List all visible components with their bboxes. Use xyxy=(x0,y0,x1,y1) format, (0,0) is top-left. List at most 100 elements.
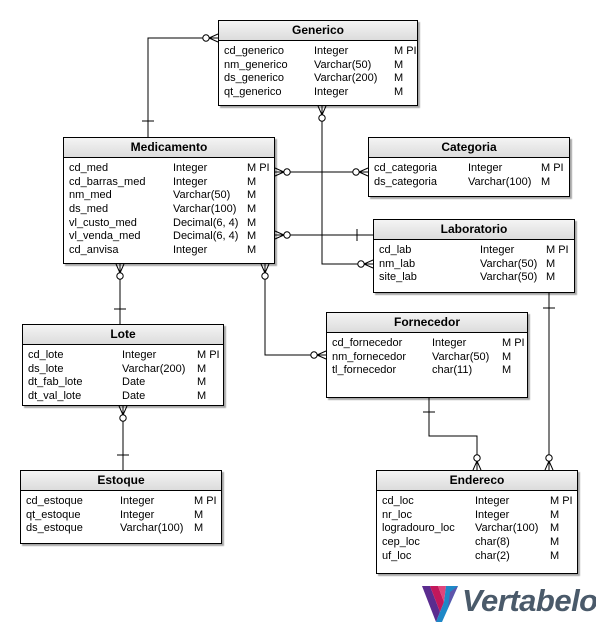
zero-marker xyxy=(116,272,124,280)
attribute-type: Varchar(100) xyxy=(173,203,237,216)
attribute-name: logradouro_loc xyxy=(382,522,455,535)
attribute-type: char(2) xyxy=(475,549,510,562)
relationship-line xyxy=(264,264,326,356)
attribute-name: cd_anvisa xyxy=(69,244,119,257)
attribute-type: Integer xyxy=(314,45,349,57)
zero-marker xyxy=(357,260,365,268)
attribute-flags: M xyxy=(247,175,257,188)
attribute-name: cd_loc xyxy=(382,495,414,507)
attribute-type: Varchar(50) xyxy=(432,350,490,363)
zero-marker xyxy=(545,454,553,462)
attribute-name: vl_venda_med xyxy=(69,230,141,243)
attribute-name: qt_generico xyxy=(224,86,282,99)
attribute-row: nm_generico Varchar(50) M xyxy=(224,59,417,73)
attribute-flags: M xyxy=(550,536,560,549)
attribute-flags: M xyxy=(394,72,404,85)
vertabelo-logo-icon xyxy=(422,586,458,622)
attribute-row: cd_barras_med Integer M xyxy=(69,176,274,190)
entity-title: Endereco xyxy=(377,471,577,491)
attribute-flags: M xyxy=(394,86,404,99)
entity-title: Estoque xyxy=(21,471,221,491)
attribute-flags: M xyxy=(247,244,257,257)
attribute-flags: M xyxy=(394,58,404,71)
attribute-name: nm_generico xyxy=(224,58,288,71)
attribute-name: nm_med xyxy=(69,189,112,202)
attribute-type: Varchar(50) xyxy=(173,189,231,202)
attribute-type: Varchar(50) xyxy=(314,58,372,71)
attribute-type: Integer xyxy=(120,508,155,521)
attribute-name: ds_med xyxy=(69,203,109,216)
attribute-flags: M xyxy=(546,257,556,270)
attribute-type: Decimal(6, 4) xyxy=(173,216,239,229)
relationship-line xyxy=(147,37,218,137)
attribute-name: cd_lab xyxy=(379,244,412,256)
attribute-name: cep_loc xyxy=(382,536,420,549)
attribute-row: cep_loc char(8) M xyxy=(382,536,577,550)
attribute-flags: M xyxy=(197,390,207,403)
attribute-name: ds_categoria xyxy=(374,175,437,188)
relationship-line xyxy=(428,398,478,470)
attribute-name: cd_categoria xyxy=(374,162,437,174)
attribute-type: Decimal(6, 4) xyxy=(173,230,239,243)
attribute-type: Integer xyxy=(173,175,208,188)
attribute-name: nm_lab xyxy=(379,257,416,270)
attribute-name: cd_estoque xyxy=(26,495,83,507)
entity-title: Categoria xyxy=(369,138,569,158)
attribute-flags: M xyxy=(550,522,560,535)
attribute-type: Varchar(100) xyxy=(120,522,184,535)
attribute-flags: M xyxy=(550,549,560,562)
attribute-type: Integer xyxy=(480,244,515,256)
attribute-name: cd_med xyxy=(69,162,109,174)
attribute-name: nr_loc xyxy=(382,508,412,521)
attribute-type: Integer xyxy=(122,349,157,361)
attribute-flags: M xyxy=(247,189,257,202)
vertabelo-logo-text: Vertabelo xyxy=(462,583,596,618)
attribute-type: char(8) xyxy=(475,536,510,549)
attribute-flags: M xyxy=(546,271,556,284)
attribute-flags: M PI xyxy=(197,349,220,361)
attribute-name: vl_custo_med xyxy=(69,216,137,229)
entity-title: Generico xyxy=(219,21,417,41)
entity-title: Fornecedor xyxy=(327,313,527,333)
zero-marker xyxy=(318,114,326,122)
attribute-flags: M xyxy=(247,216,257,229)
attribute-flags: M PI xyxy=(550,495,573,507)
attribute-type: Varchar(50) xyxy=(480,271,538,284)
attribute-flags: M xyxy=(197,362,207,375)
attribute-name: cd_lote xyxy=(28,349,64,361)
attribute-type: Varchar(100) xyxy=(475,522,539,535)
entity-title: Medicamento xyxy=(64,138,274,158)
entity-title: Lote xyxy=(23,325,223,345)
attribute-flags: M xyxy=(502,350,512,363)
attribute-flags: M PI xyxy=(194,495,217,507)
attribute-name: cd_barras_med xyxy=(69,175,146,188)
zero-marker xyxy=(352,168,360,176)
attribute-type: Integer xyxy=(314,86,349,99)
